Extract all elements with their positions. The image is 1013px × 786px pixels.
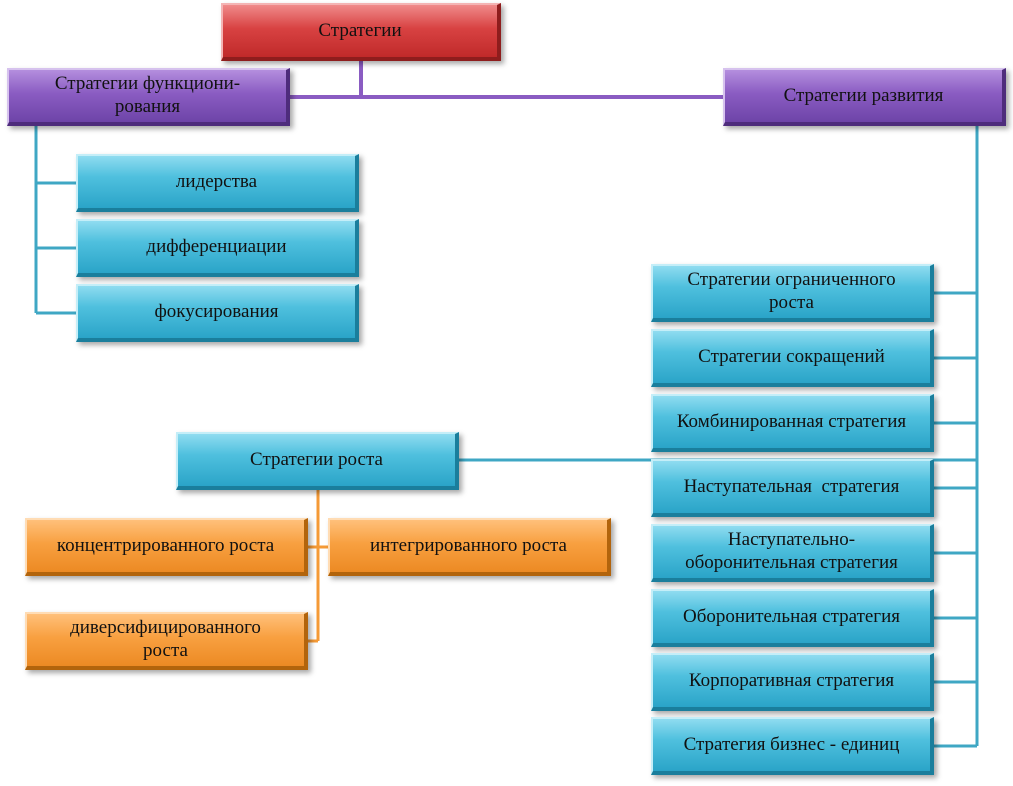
development-item-label: Наступательная стратегия	[683, 475, 900, 497]
growth-item-label: интегрированного роста	[370, 534, 567, 556]
functional-title-line1: Стратегии функциони-	[54, 73, 241, 95]
development-item-combined: Комбинированная стратегия	[651, 394, 934, 452]
growth-title: Стратегии роста	[250, 448, 383, 470]
development-item-reduction: Стратегии сокращений	[651, 329, 934, 387]
root-label: Стратегии	[318, 19, 402, 41]
growth-item-integrated: интегрированного роста	[328, 518, 611, 576]
growth-item-concentrated: концентрированного роста	[25, 518, 308, 576]
development-title: Стратегии развития	[783, 84, 944, 106]
functional-item-leadership: лидерства	[76, 154, 359, 212]
development-item-business-units: Стратегия бизнес - единиц	[651, 717, 934, 775]
development-item-limited-growth: Стратегии ограниченного роста	[651, 264, 934, 322]
root-box: Стратегии	[221, 3, 501, 61]
development-item-offensive-defensive: Наступательно- оборонительная стратегия	[651, 524, 934, 582]
functional-item-focus: фокусирования	[76, 284, 359, 342]
development-item-label: Стратегия бизнес - единиц	[683, 733, 900, 755]
development-item-offensive: Наступательная стратегия	[651, 459, 934, 517]
growth-item-label: концентрированного роста	[56, 534, 275, 556]
development-item-line: роста	[769, 292, 814, 313]
development-item-line: Стратегии ограниченного	[687, 269, 896, 291]
functional-item-label: лидерства	[175, 170, 258, 192]
development-item-corporate: Корпоративная стратегия	[651, 653, 934, 711]
development-strategies-box: Стратегии развития	[723, 68, 1006, 126]
growth-item-line: диверсифицированного	[70, 617, 261, 639]
development-item-label: Стратегии сокращений	[698, 345, 885, 367]
development-item-defensive: Оборонительная стратегия	[651, 589, 934, 647]
development-item-label: Оборонительная стратегия	[682, 605, 901, 627]
functional-item-label: фокусирования	[154, 300, 279, 322]
development-item-line: оборонительная стратегия	[685, 552, 898, 573]
development-item-label: Комбинированная стратегия	[676, 410, 907, 432]
development-item-label: Корпоративная стратегия	[688, 669, 895, 691]
functional-item-label: дифференциации	[146, 235, 287, 257]
growth-item-diversified: диверсифицированного роста	[25, 612, 308, 670]
functional-item-differentiation: дифференциации	[76, 219, 359, 277]
functional-strategies-box: Стратегии функциони- рования	[7, 68, 290, 126]
growth-strategies-box: Стратегии роста	[176, 432, 459, 490]
growth-item-line: роста	[143, 640, 188, 661]
development-item-line: Наступательно-	[727, 529, 856, 551]
functional-title-line2: рования	[114, 96, 181, 117]
